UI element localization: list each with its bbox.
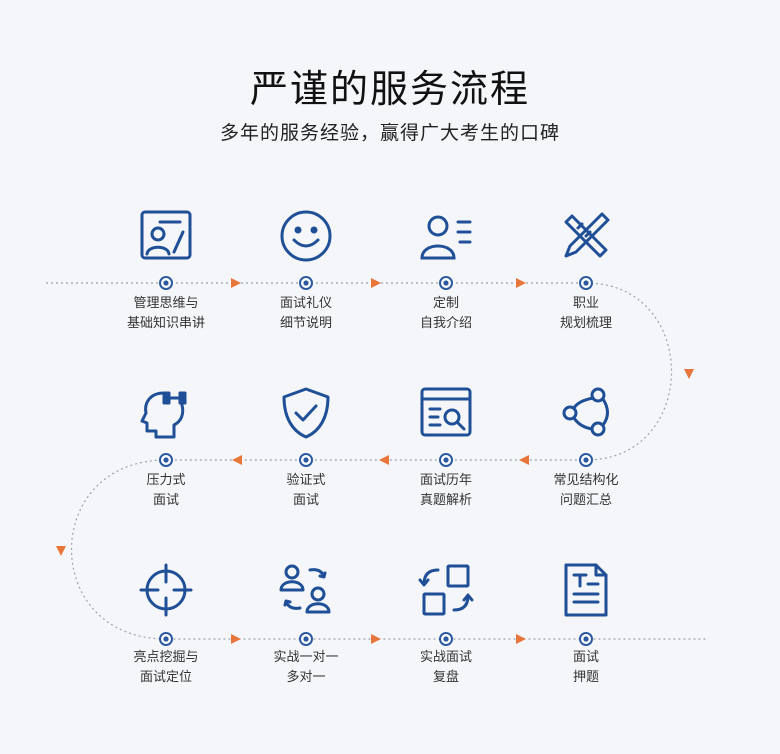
step-label-line1: 面试礼仪 bbox=[279, 296, 332, 311]
shield-check-icon bbox=[282, 387, 330, 439]
step-label-line1: 压力式 bbox=[146, 473, 186, 488]
step-label-line1: 面试 bbox=[572, 650, 599, 665]
step-label-line1: 面试历年 bbox=[419, 473, 472, 488]
document-magnifier-icon bbox=[420, 387, 472, 437]
step-label-line1: 常见结构化 bbox=[553, 473, 619, 488]
square-cycle-icon bbox=[418, 564, 474, 616]
page-title: 严谨的服务流程 bbox=[249, 67, 530, 111]
step-label-line2: 问题汇总 bbox=[559, 493, 612, 508]
step-label-line2: 细节说明 bbox=[279, 316, 332, 331]
step-label-line2: 规划梳理 bbox=[559, 316, 612, 331]
step-label-line2: 押题 bbox=[572, 670, 599, 685]
page-subtitle: 多年的服务经验，赢得广大考生的口碑 bbox=[219, 122, 560, 144]
step-label-line1: 管理思维与 bbox=[133, 296, 199, 311]
whiteboard-person-icon bbox=[140, 210, 192, 260]
step-label-line2: 多对一 bbox=[286, 670, 326, 685]
step-label-line1: 验证式 bbox=[286, 473, 326, 488]
crosshair-icon bbox=[139, 563, 193, 617]
step-label-line2: 真题解析 bbox=[419, 493, 472, 508]
head-dumbbell-icon bbox=[140, 391, 187, 439]
step-label-line1: 定制 bbox=[432, 296, 459, 311]
step-label-line1: 实战面试 bbox=[419, 650, 472, 665]
pencil-ruler-icon bbox=[564, 212, 610, 258]
smiley-face-icon bbox=[280, 210, 332, 262]
step-label-line1: 亮点挖掘与 bbox=[133, 650, 199, 665]
step-label-line1: 职业 bbox=[572, 296, 599, 311]
person-list-icon bbox=[420, 215, 472, 260]
step-label-line1: 实战一对一 bbox=[273, 650, 339, 665]
step-label-line2: 面试定位 bbox=[139, 670, 192, 685]
step-nodes bbox=[159, 276, 593, 646]
step-label-line2: 面试 bbox=[292, 493, 319, 508]
connected-nodes-icon bbox=[562, 387, 609, 437]
exam-paper-icon bbox=[564, 563, 608, 617]
step-label-line2: 面试 bbox=[152, 493, 179, 508]
people-swap-icon bbox=[279, 564, 331, 614]
step-label-line2: 自我介绍 bbox=[419, 316, 472, 331]
step-label-line2: 基础知识串讲 bbox=[126, 316, 205, 331]
step-label-line2: 复盘 bbox=[432, 670, 459, 685]
